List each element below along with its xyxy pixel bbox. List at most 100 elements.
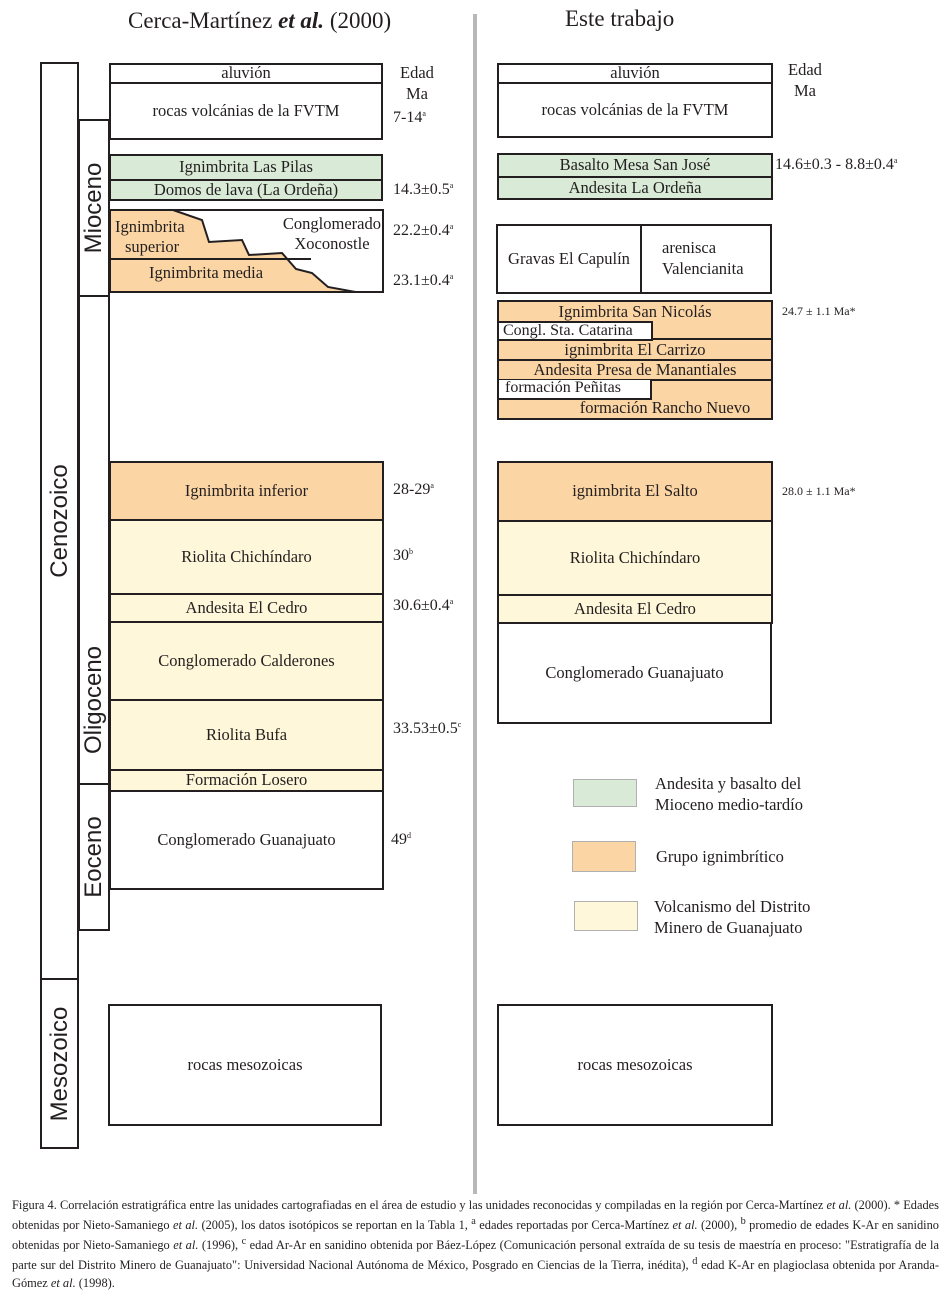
ignimbrita-fill: [110, 210, 383, 295]
right-column-title: Este trabajo: [565, 6, 675, 31]
age-ignimbrita-inferior: 28-29a: [393, 481, 434, 499]
age-value: 7-14: [393, 109, 423, 126]
age-footnote: a: [430, 481, 434, 490]
age-footnote: b: [409, 547, 413, 556]
caption-text: (1996),: [198, 1238, 242, 1253]
age-footnote: d: [407, 831, 411, 840]
unit-las-pilas: Ignimbrita Las Pilas: [109, 154, 383, 181]
caption-italic: et al.: [672, 1218, 698, 1233]
unit-andesita-presa-de-manantiales: Andesita Presa de Manantiales: [497, 359, 773, 381]
label-line: Ignimbrita: [115, 217, 185, 236]
unit-rocas-mesozoicas-right: rocas mesozoicas: [497, 1004, 773, 1126]
label-line: Valencianita: [662, 259, 744, 278]
title-year: (2000): [324, 8, 392, 33]
legend-swatch-green: [573, 779, 637, 807]
caption-text: (2000). * Edades obtenidas por Nieto-Sam…: [12, 1198, 939, 1233]
figure-caption: Figura 4. Correlación estratigráfica ent…: [12, 1197, 939, 1293]
unit-fvtm-right: rocas volcánias de la FVTM: [497, 82, 773, 138]
column-divider: [473, 14, 477, 1194]
unit-ignimbrita-el-salto: ignimbrita El Salto: [497, 461, 773, 522]
age-footnote: a: [893, 156, 898, 165]
legend-label-andesita-basalto: Andesita y basalto del Mioceno medio-tar…: [655, 774, 803, 815]
label-line: superior: [125, 236, 180, 256]
age-el-cedro: 30.6±0.4a: [393, 597, 453, 615]
unit-conglomerado-guanajuato: Conglomerado Guanajuato: [109, 790, 384, 890]
label-line: arenisca: [662, 238, 717, 258]
erosional-contact-line: [172, 209, 384, 298]
age-domos: 14.3±0.5a: [393, 181, 453, 199]
unit-ignimbrita-el-carrizo: ignimbrita El Carrizo: [497, 338, 773, 361]
caption-text: (2000),: [697, 1218, 741, 1233]
epoch-label: Oligoceno: [80, 646, 107, 755]
unit-conglomerado-calderones: Conglomerado Calderones: [109, 621, 384, 701]
caption-text: Figura 4. Correlación estratigráfica ent…: [12, 1198, 827, 1212]
age-conglomerado-guanajuato: 49d: [391, 831, 411, 849]
era-label: Cenozoico: [45, 464, 73, 578]
caption-footnote: a: [471, 1215, 476, 1227]
legend-line: Volcanismo del Distrito: [654, 897, 811, 916]
unit-riolita-bufa: Riolita Bufa: [109, 699, 384, 771]
age-footnote: c: [457, 720, 462, 729]
era-mesozoico: Mesozoico: [40, 978, 79, 1149]
unit-congl-sta-catarina: Congl. Sta. Catarina: [497, 321, 653, 341]
unit-ignimbrita-media: Ignimbrita media: [149, 263, 264, 282]
epoch-label: Mioceno: [80, 162, 107, 254]
age-value: 49: [391, 831, 407, 848]
epoch-eoceno: Eoceno: [78, 783, 110, 931]
caption-text: edades reportadas por Cerca-Martínez: [475, 1218, 673, 1233]
caption-italic: et al.: [826, 1198, 852, 1212]
caption-text: (2005), los datos isotópicos se reportan…: [198, 1218, 472, 1233]
age-mesa-san-jose: 14.6±0.3 - 8.8±0.4a: [775, 156, 897, 174]
unit-formacion-penitas: formación Peñitas: [497, 380, 652, 400]
age-value: 14.6±0.3 - 8.8±0.4: [775, 156, 894, 173]
age-value: 22.2±0.4: [393, 222, 450, 239]
unit-riolita-chichindaro: Riolita Chichíndaro: [109, 519, 384, 595]
unit-domos-de-lava: Domos de lava (La Ordeña): [109, 179, 383, 201]
age-header-line: Ma: [405, 83, 428, 103]
caption-italic: et al.: [172, 1218, 199, 1233]
age-header-line: Edad: [400, 63, 434, 82]
legend-swatch-orange: [572, 841, 636, 872]
composite-border: [109, 209, 384, 293]
age-footnote: a: [449, 597, 454, 606]
unit-aluvion: aluvión: [109, 63, 383, 84]
age-ignimbrita-media: 23.1±0.4a: [393, 272, 453, 290]
epoch-label: Eoceno: [80, 816, 107, 898]
epoch-oligoceno: Oligoceno: [78, 295, 110, 785]
unit-basalto-mesa-san-jose: Basalto Mesa San José: [497, 153, 773, 178]
age-value: 14.3±0.5: [393, 181, 450, 198]
title-text: Cerca-Martínez: [128, 8, 279, 33]
caption-footnote: c: [241, 1236, 247, 1248]
caption-footnote: d: [692, 1256, 698, 1268]
label-line: Conglomerado: [282, 214, 381, 233]
right-age-header: Edad Ma: [788, 60, 822, 101]
era-label: Mesozoico: [45, 1006, 73, 1121]
caption-text: edad K-Ar en plagioclasa obtenida por Ar…: [12, 1258, 939, 1291]
title-italic: et al.: [278, 8, 325, 33]
unit-conglomerado-guanajuato-right: Conglomerado Guanajuato: [497, 622, 772, 724]
unit-ignimbrita-composite: Ignimbrita superior Conglomerado Xoconos…: [109, 209, 384, 298]
unit-aluvion-right: aluvión: [497, 63, 773, 84]
unit-ignimbrita-superior: Ignimbrita superior: [115, 217, 185, 257]
unit-andesita-el-cedro: Andesita El Cedro: [109, 593, 384, 623]
caption-text: promedio de edades K-Ar en sanidino obte…: [12, 1218, 939, 1253]
age-chichindaro: 30b: [393, 547, 413, 565]
unit-arenisca-valencianita: arenisca Valencianita: [640, 224, 772, 294]
unit-riolita-chichindaro-right: Riolita Chichíndaro: [497, 520, 773, 596]
caption-text: (1998).: [75, 1276, 115, 1291]
age-value: 23.1±0.4: [393, 272, 450, 289]
age-san-nicolas: 24.7 ± 1.1 Ma*: [782, 304, 856, 318]
age-ignimbrita-superior: 22.2±0.4a: [393, 222, 453, 240]
ignimbrita-contact-diagram: [109, 209, 384, 298]
age-footnote: a: [449, 222, 454, 231]
caption-text: edad Ar-Ar en sanidino obtenida por Báez…: [12, 1238, 939, 1273]
left-age-header: Edad Ma: [400, 63, 434, 104]
caption-italic: et al.: [173, 1238, 199, 1253]
age-fvtm: 7-14a: [393, 109, 426, 127]
legend-swatch-yellow: [574, 901, 638, 931]
age-footnote: a: [422, 109, 426, 118]
legend-label-grupo-ignimbritico: Grupo ignimbrítico: [656, 847, 784, 866]
unit-gravas-el-capulin: Gravas El Capulín: [496, 224, 642, 294]
unit-andesita-el-cedro-right: Andesita El Cedro: [497, 594, 773, 624]
age-value: 30.6±0.4: [393, 597, 450, 614]
